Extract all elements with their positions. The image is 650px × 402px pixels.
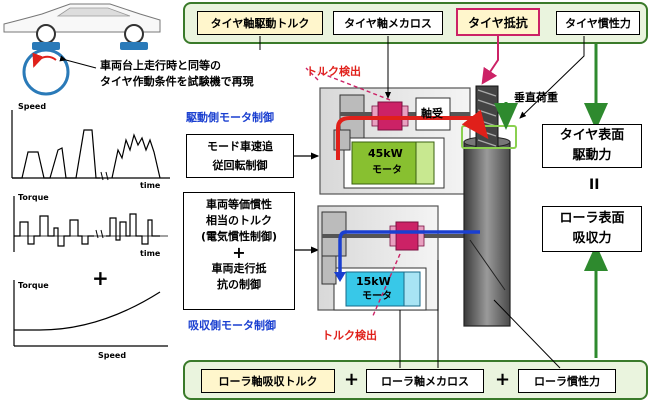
tire-resistance-label: タイヤ抵抗 [468, 15, 528, 30]
roller-inertia-label: ローラ慣性力 [534, 375, 600, 388]
inertia-control-box: 車両等価慣性 相当のトルク (電気慣性制御) + 車両走行抵 抗の制御 [183, 192, 295, 310]
inertia-line2: 相当のトルク [206, 214, 272, 227]
torque-axis-label-mid: Torque [18, 193, 49, 202]
inertia-line1: 車両等価慣性 [206, 198, 272, 211]
car-note-line2: タイヤ作動条件を試験機で再現 [100, 75, 254, 88]
motor-45kw-power: 45kW [368, 147, 403, 160]
motor-15kw-power: 15kW [356, 275, 391, 288]
tire-inertia-box: タイヤ慣性力 [556, 11, 640, 35]
absorb-motor-control-label: 吸収側モータ制御 [188, 319, 276, 332]
mode-speed-control-box: モード車速追 従回転制御 [186, 134, 294, 178]
speed-axis-label: Speed [18, 102, 47, 111]
motor-45kw-name: モータ [372, 165, 402, 176]
tire-surface-drive-box: タイヤ表面 駆動力 [542, 124, 642, 168]
torque-profile-chart [13, 196, 168, 252]
time-axis-label-top: time [140, 181, 161, 190]
car-note-line1: 車両台上走行時と同等の [100, 59, 221, 72]
lower-torque-sensor [395, 221, 419, 251]
drive-flow-arrow [336, 109, 489, 160]
roller-inertia-box: ローラ慣性力 [518, 369, 616, 393]
roller-absorb-torque-box: ローラ軸吸収トルク [201, 369, 335, 393]
drive-motor-control-label: 駆動側モータ制御 [186, 111, 274, 124]
mode-box-line2: 従回転制御 [212, 159, 268, 172]
inertia-plus: + [232, 243, 246, 262]
tire-axle-loss-label: タイヤ軸メカロス [344, 17, 432, 30]
motor-15kw [345, 271, 409, 307]
absorb-flow-arrow [338, 230, 480, 278]
tire-drive-torque-box: タイヤ軸駆動トルク [197, 11, 323, 35]
roller-drum [463, 141, 511, 327]
tire-inertia-label: タイヤ慣性力 [565, 17, 631, 30]
roller-axle-loss-box: ローラ軸メカロス [366, 369, 484, 393]
torque-speed-chart [13, 280, 168, 347]
torque-axis-label-bottom: Torque [18, 281, 49, 290]
inertia-line5: 抗の制御 [217, 278, 261, 291]
motor-45kw [351, 141, 423, 185]
vertical-load-label: 垂直荷重 [514, 91, 558, 104]
roller-axle-loss-label: ローラ軸メカロス [381, 375, 469, 388]
speed-axis-label-bottom: Speed [98, 351, 127, 360]
roller-surface-line2: 吸収力 [572, 231, 612, 246]
bearing-label: 軸受 [421, 107, 443, 120]
motor-15kw-name: モータ [362, 291, 392, 302]
bearing-box [415, 97, 451, 131]
roller-surface-line1: ローラ表面 [559, 211, 625, 226]
charts-plus-sign: + [92, 266, 109, 290]
mode-box-line1: モード車速追 [207, 140, 273, 153]
inertia-line3: (電気慣性制御) [200, 230, 278, 243]
car-illustration [3, 3, 161, 96]
plus-sign-1: + [344, 369, 360, 390]
tire-resistance-box: タイヤ抵抗 [456, 8, 540, 36]
tire-axle-loss-box: タイヤ軸メカロス [333, 11, 443, 35]
torque-detect-top-label: トルク検出 [306, 65, 361, 78]
tire-surface-line2: 駆動力 [572, 148, 612, 163]
equal-sign: II [589, 177, 600, 193]
roller-surface-absorb-box: ローラ表面 吸収力 [542, 206, 642, 252]
tire-drive-torque-label: タイヤ軸駆動トルク [210, 17, 310, 30]
torque-detect-bottom-label: トルク検出 [322, 329, 377, 342]
roller-absorb-torque-label: ローラ軸吸収トルク [218, 375, 318, 388]
plus-sign-2: + [495, 369, 511, 390]
speed-profile-chart [11, 110, 170, 181]
time-axis-label-mid: time [140, 249, 161, 258]
tire-surface-line1: タイヤ表面 [559, 128, 625, 143]
inertia-line4: 車両走行抵 [211, 262, 267, 275]
